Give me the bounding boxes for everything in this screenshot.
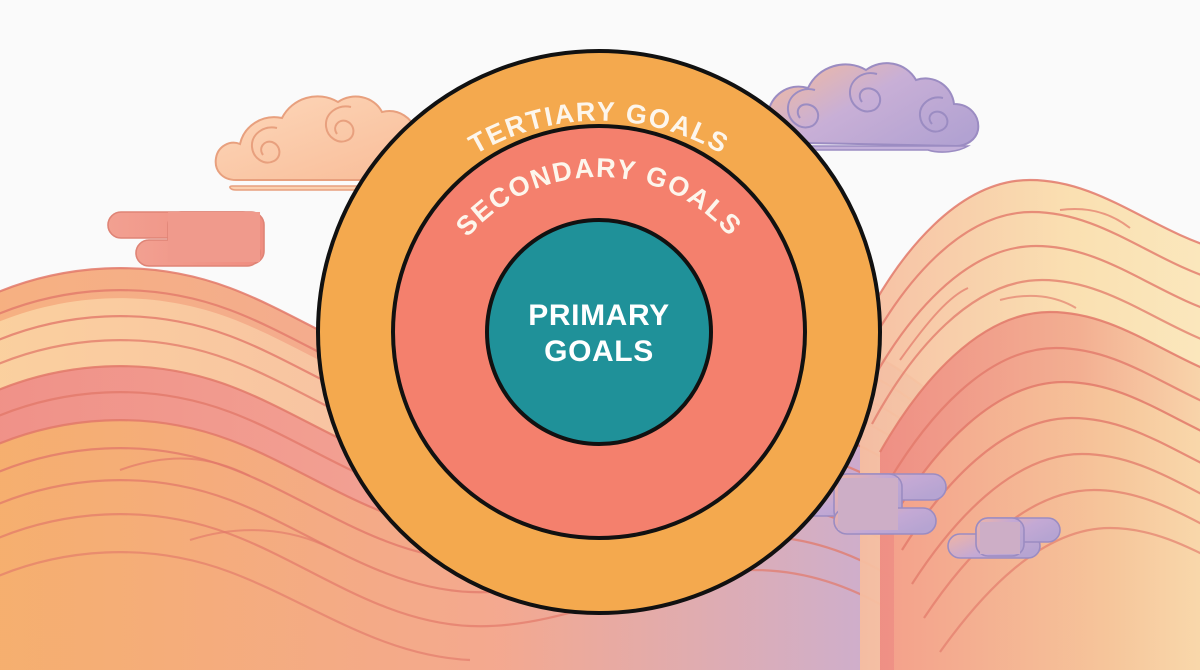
cloud-right-lower-small xyxy=(947,517,1061,559)
ring-primary-label-line1: PRIMARY xyxy=(528,299,669,332)
cloud-left-bar xyxy=(107,211,265,267)
ring-primary[interactable] xyxy=(485,218,713,446)
ring-primary-label-line2: GOALS xyxy=(544,335,654,368)
